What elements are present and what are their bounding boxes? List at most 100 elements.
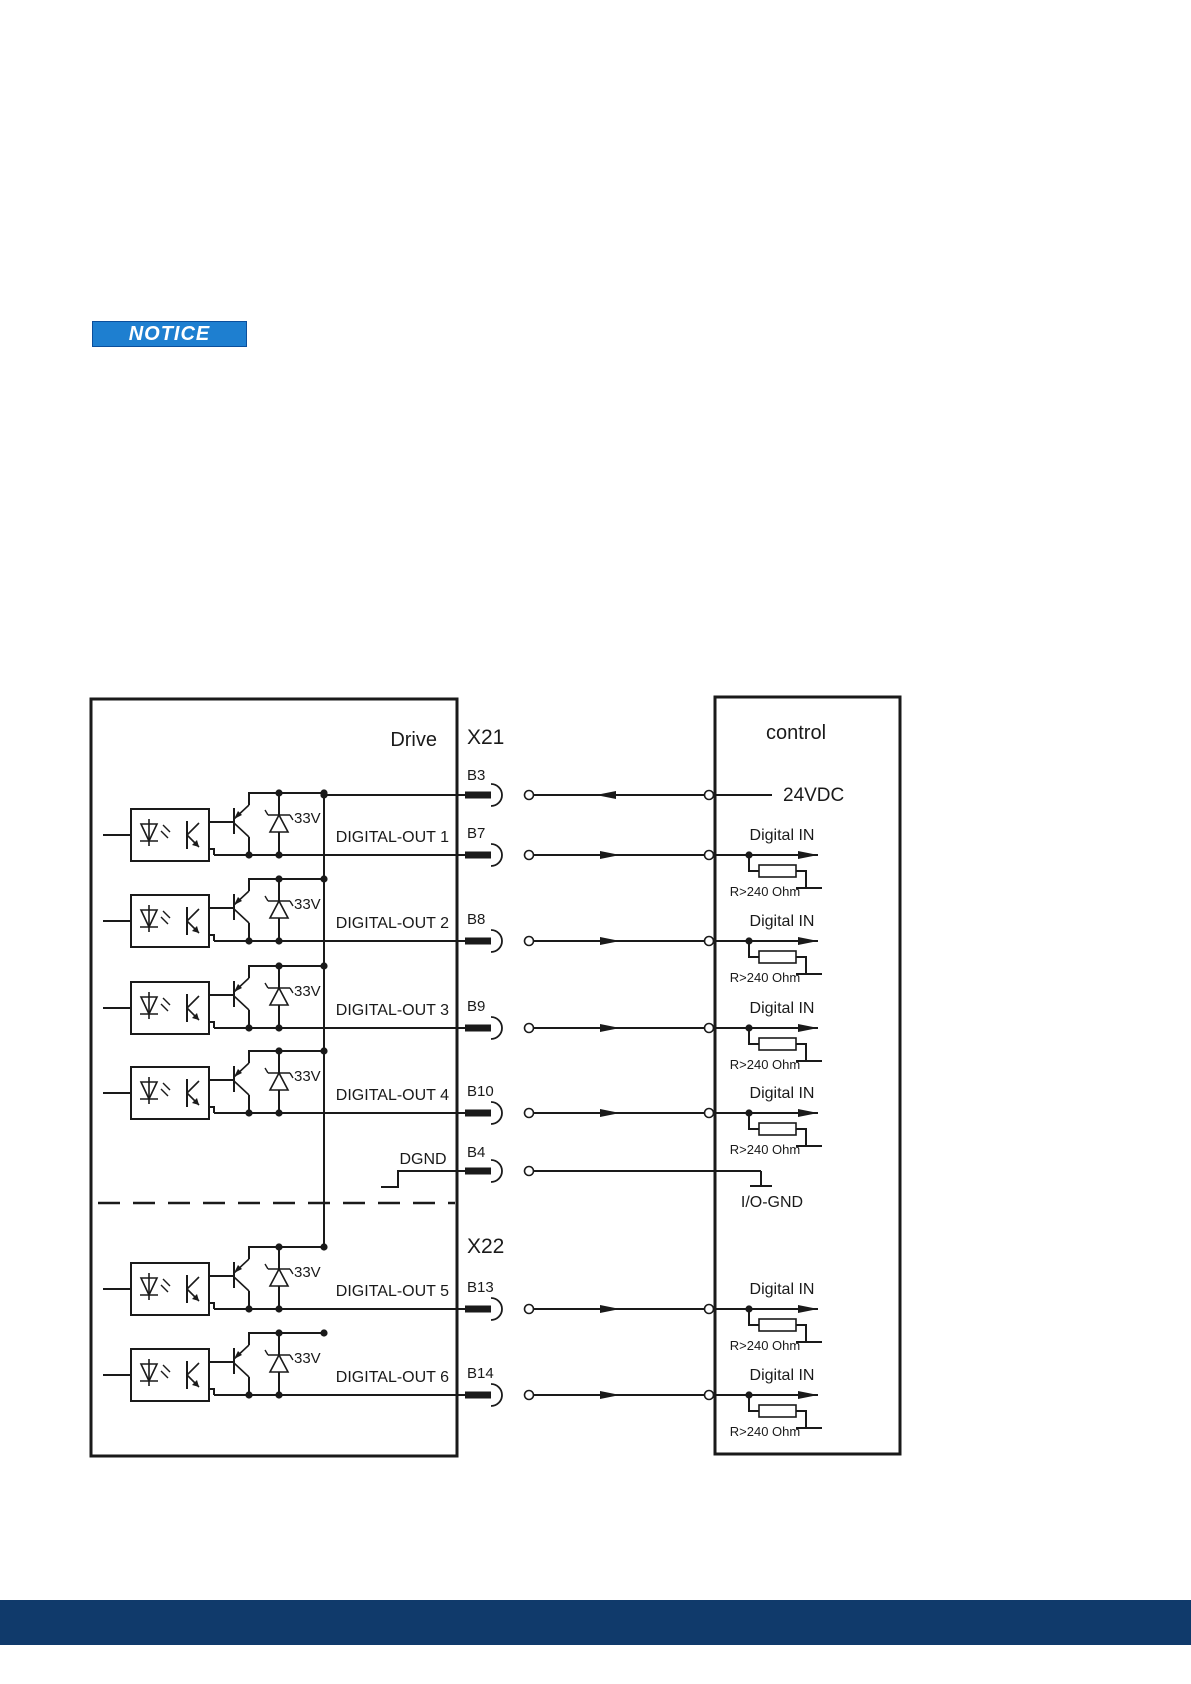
control-box [713, 695, 902, 1456]
output-transistor-arrow [234, 811, 242, 819]
terminal-ring [703, 1022, 715, 1034]
footer-bar [0, 1600, 1191, 1645]
junction-dot [245, 1305, 253, 1313]
ground-pin-label: B4 [467, 1144, 485, 1161]
light-ray [160, 1003, 169, 1012]
terminal-ring [523, 1107, 535, 1119]
light-ray [160, 1088, 169, 1097]
phototransistor-arrow [192, 1098, 199, 1105]
terminal-ring [703, 935, 715, 947]
load-resistor-label: R>240 Ohm [730, 884, 800, 899]
optocoupler-box [130, 1348, 210, 1402]
digital-in-label: Digital IN [750, 1281, 815, 1298]
load-resistor [758, 950, 797, 964]
phototransistor-collector [186, 1362, 200, 1376]
junction-dot [245, 1391, 253, 1399]
opto-out-wire [209, 848, 215, 855]
connector-socket [490, 1101, 503, 1125]
load-wire [748, 1113, 759, 1130]
collector-wire [248, 792, 324, 805]
phototransistor-collector [186, 908, 200, 922]
opto-out-wire [209, 934, 215, 941]
light-ray [162, 1278, 171, 1287]
connector-socket [490, 843, 503, 867]
digital-out-label: DIGITAL-OUT 3 [336, 1002, 449, 1019]
supply-label: 24VDC [783, 785, 844, 806]
output-pin-label: B13 [467, 1279, 494, 1296]
terminal-ring [703, 1389, 715, 1401]
phototransistor-arrow [192, 926, 199, 933]
zener-voltage-label: 33V [294, 1264, 321, 1281]
connector-pin [465, 791, 491, 799]
load-resistor [758, 1318, 797, 1332]
digital-in-label: Digital IN [750, 1085, 815, 1102]
zener-diode [268, 1071, 290, 1091]
zener-voltage-label: 33V [294, 1350, 321, 1367]
notice-badge: NOTICE [92, 321, 247, 347]
digital-out-label: DIGITAL-OUT 4 [336, 1087, 449, 1104]
signal-arrow [798, 851, 818, 859]
light-ray [160, 1284, 169, 1293]
io-gnd-label: I/O-GND [741, 1194, 803, 1211]
signal-arrow [600, 1391, 620, 1399]
signal-arrow [600, 1109, 620, 1117]
connector-socket [490, 783, 503, 807]
junction-dot [275, 1391, 283, 1399]
load-wire [796, 870, 807, 888]
signal-arrow [600, 1024, 620, 1032]
connector-pin [465, 937, 491, 945]
zener-bend [264, 809, 269, 816]
light-ray [160, 1370, 169, 1379]
terminal-ring [523, 1165, 535, 1177]
zener-bend [264, 982, 269, 989]
junction-dot [275, 851, 283, 859]
output-pin-label: B10 [467, 1083, 494, 1100]
optocoupler-box [130, 1066, 210, 1120]
opto-out-wire [209, 1302, 215, 1309]
output-transistor-emitter [233, 1276, 250, 1292]
terminal-ring [523, 935, 535, 947]
light-ray [162, 910, 171, 919]
collector-wire [248, 965, 324, 978]
load-resistor-label: R>240 Ohm [730, 1057, 800, 1072]
load-wire [796, 1043, 807, 1061]
phototransistor-collector [186, 1276, 200, 1290]
output-pin-label: B9 [467, 998, 485, 1015]
digital-in-label: Digital IN [750, 827, 815, 844]
load-wire [796, 1128, 807, 1146]
supply-pin-label: B3 [467, 767, 485, 784]
light-ray [162, 1364, 171, 1373]
terminal-ring [523, 1022, 535, 1034]
opto-out-wire [209, 1388, 215, 1395]
zener-bend [264, 1349, 269, 1356]
light-ray [160, 830, 169, 839]
light-ray [162, 1082, 171, 1091]
connector-socket [490, 1297, 503, 1321]
load-wire [748, 1395, 759, 1412]
load-resistor-label: R>240 Ohm [730, 1142, 800, 1157]
signal-arrow [600, 851, 620, 859]
zener-diode [268, 986, 290, 1006]
collector-wire [248, 1246, 324, 1259]
signal-arrow [600, 937, 620, 945]
load-wire [748, 1028, 759, 1045]
phototransistor-collector [186, 1080, 200, 1094]
zener-voltage-label: 33V [294, 810, 321, 827]
zener-bend [289, 1072, 294, 1079]
connector-x22-label: X22 [467, 1235, 504, 1258]
zener-bend [289, 1268, 294, 1275]
zener-bend [289, 814, 294, 821]
zener-bend [289, 900, 294, 907]
output-transistor-arrow [234, 897, 242, 905]
connector-pin [465, 851, 491, 859]
junction-dot [320, 1243, 328, 1251]
light-ray [162, 997, 171, 1006]
connector-socket [490, 1016, 503, 1040]
digital-out-label: DIGITAL-OUT 2 [336, 915, 449, 932]
digital-in-label: Digital IN [750, 913, 815, 930]
connector-socket [490, 1159, 503, 1183]
